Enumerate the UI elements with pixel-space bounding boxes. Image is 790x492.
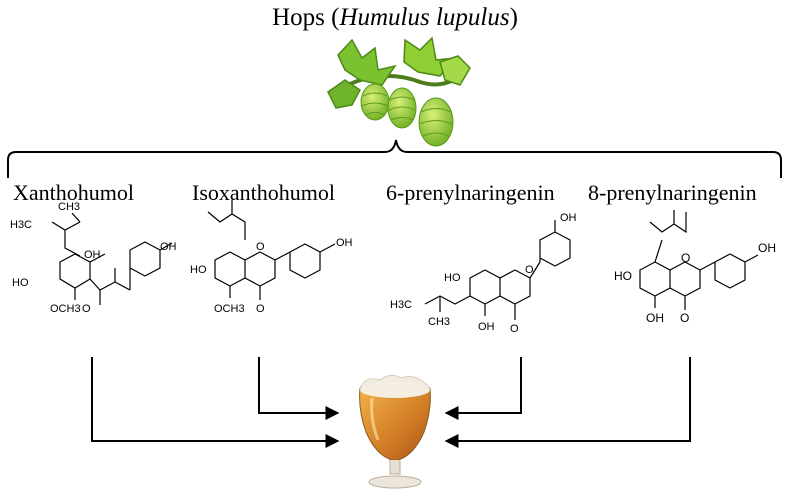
structure-6-prenylnaringenin [424,220,571,320]
xan-oh2-label: OH [160,241,177,253]
6pn-o-ring-label: O [525,264,534,276]
xan-ch3-label: CH3 [58,201,80,213]
xan-ho-label: HO [12,277,29,289]
8pn-oh2-label: OH [646,311,664,325]
compound-name-6-prenylnaringenin: 6-prenylnaringenin [386,180,555,205]
title-italic: Humulus lupulus [339,4,510,31]
arrow-8-prenylnaringenin [444,357,691,448]
structure-xanthohumol [51,212,173,305]
grouping-brace [7,139,782,178]
title-close: ) [509,4,518,31]
structure-isoxanthohumol [207,200,336,300]
8pn-o-label: O [680,311,689,325]
arrow-xanthohumol [91,357,340,448]
hop-cone-2 [387,87,417,129]
8pn-oh-label: OH [758,241,776,255]
isox-oh-label: OH [336,237,353,249]
xan-oh1-label: OH [84,249,101,261]
6pn-oh-label: OH [560,212,577,224]
arrow-isoxanthohumol [258,357,340,420]
structure-8-prenylnaringenin [639,210,759,310]
xan-o-label: O [82,303,91,315]
8pn-o-ring-label: O [681,251,690,265]
isox-och3-label: OCH3 [214,303,245,315]
title-main: Hops ( [272,4,340,31]
xan-och3-label: OCH3 [50,303,81,315]
6pn-o-label: O [510,323,519,335]
isox-o-ring-label: O [256,241,265,253]
hop-cone-1 [360,83,390,121]
8pn-ho-label: HO [614,269,632,283]
beer-glass [359,374,432,489]
xan-h3c-label: H3C [10,219,32,231]
hops-illustration [327,36,471,147]
compound-name-isoxanthohumol: Isoxanthohumol [192,180,335,205]
compound-name-xanthohumol: Xanthohumol [13,180,134,205]
6pn-h3c-label: H3C [390,299,412,311]
isox-ho-label: HO [190,264,207,276]
compound-name-8-prenylnaringenin: 8-prenylnaringenin [588,180,757,205]
page-title: Hops (Humulus lupulus) [0,4,790,32]
6pn-oh2-label: OH [478,321,495,333]
6pn-ch3-label: CH3 [428,316,450,328]
hop-cone-3 [418,97,454,147]
isox-o-label: O [256,303,265,315]
6pn-ho-label: HO [444,272,461,284]
arrow-6-prenylnaringenin [444,357,522,420]
